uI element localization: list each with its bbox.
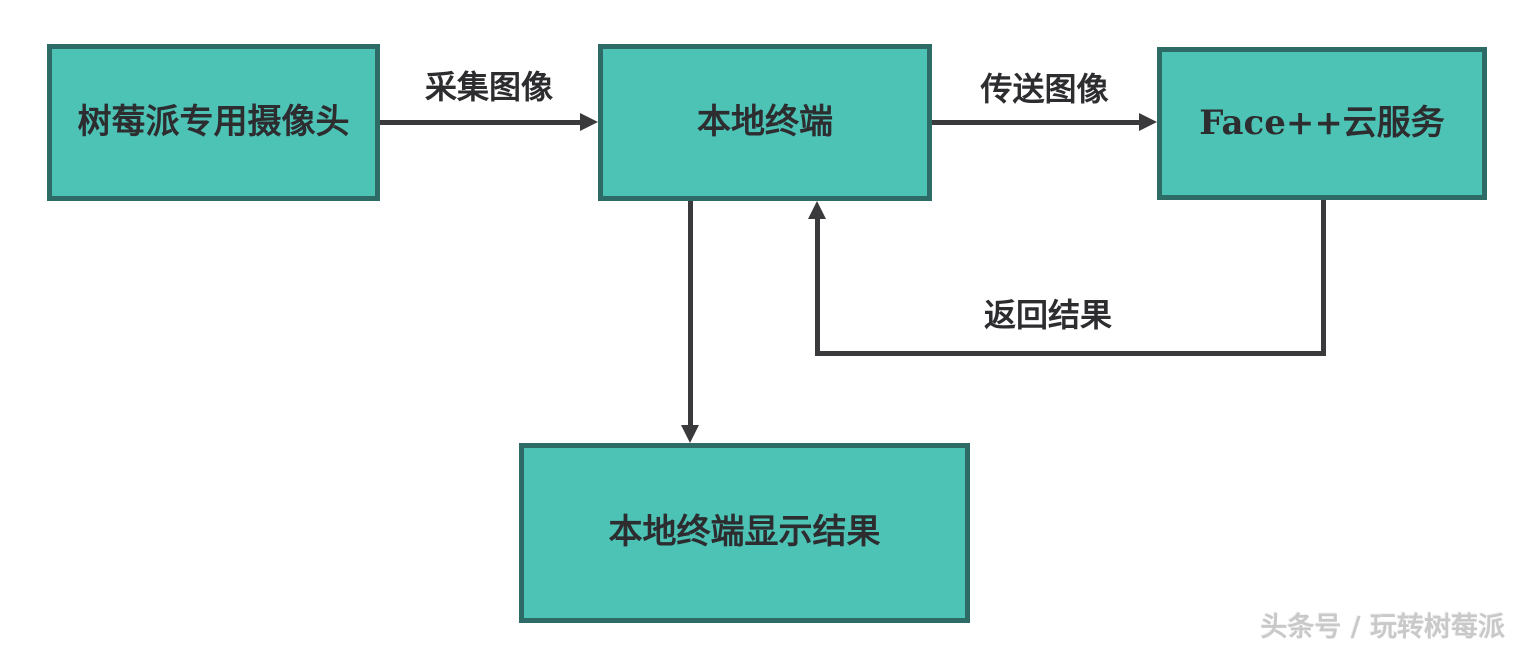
node-local-terminal: 本地终端	[598, 44, 932, 201]
node-face-cloud-label: Face++云服务	[1199, 102, 1445, 143]
node-face-cloud: Face++云服务	[1157, 47, 1487, 200]
edge-return-line-up	[815, 214, 820, 354]
edge-capture-line	[380, 120, 580, 125]
arrow-right-icon	[1139, 113, 1157, 131]
arrow-right-icon	[580, 113, 598, 131]
arrow-up-icon	[808, 201, 826, 219]
edge-return-line-down	[1321, 200, 1326, 356]
node-camera-label: 树莓派专用摄像头	[77, 101, 350, 142]
node-local-terminal-label: 本地终端	[697, 101, 833, 142]
node-display-result: 本地终端显示结果	[519, 443, 970, 623]
edge-capture-label: 采集图像	[424, 68, 553, 106]
edge-display-line	[688, 201, 693, 427]
arrow-down-icon	[681, 425, 699, 443]
watermark: 头条号 / 玩转树莓派	[1260, 612, 1505, 643]
edge-transmit-label: 传送图像	[980, 70, 1109, 108]
edge-return-label: 返回结果	[983, 296, 1112, 334]
node-camera: 树莓派专用摄像头	[47, 44, 380, 201]
edge-return-line-across	[815, 351, 1326, 356]
edge-transmit-line	[932, 120, 1139, 125]
node-display-result-label: 本地终端显示结果	[608, 512, 881, 553]
